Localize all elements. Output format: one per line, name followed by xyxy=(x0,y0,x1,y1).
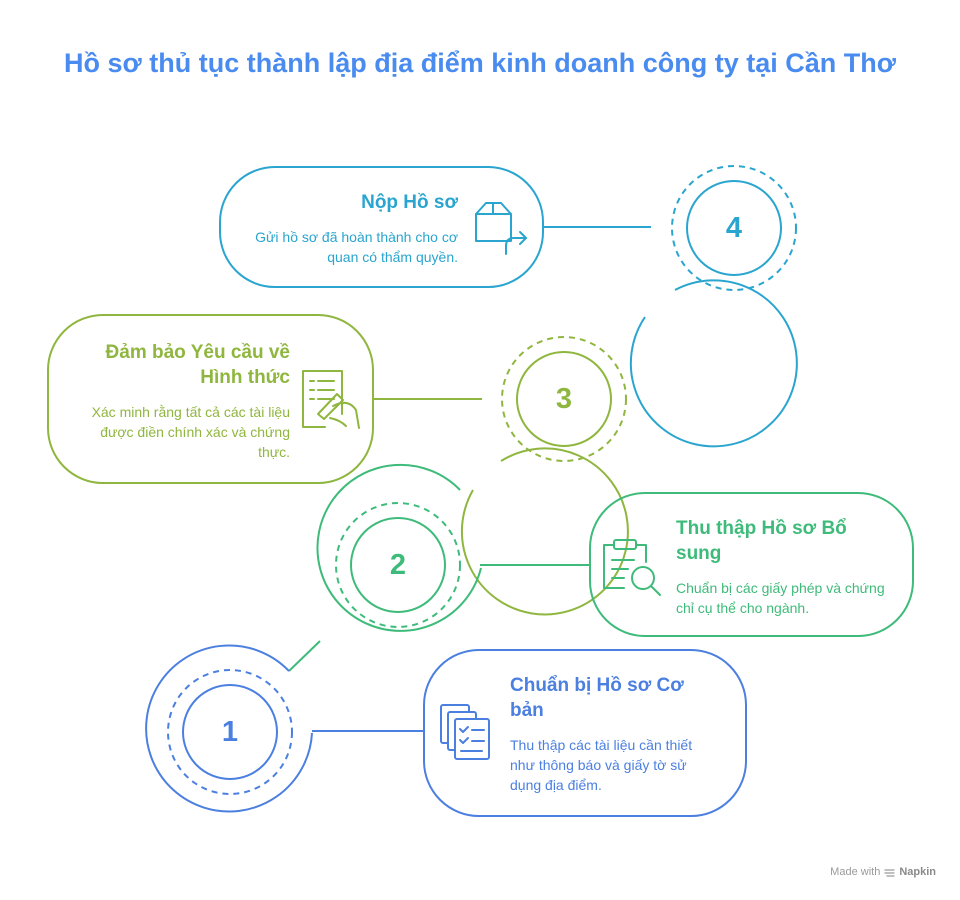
step-1-number: 1 xyxy=(221,716,239,748)
step-4-dashed-ring xyxy=(671,165,797,291)
step-2-graphics xyxy=(288,463,914,672)
step-2-inner-circle xyxy=(350,517,446,613)
step-4-inner-circle xyxy=(686,180,782,276)
step-1-inner-circle xyxy=(182,684,278,780)
clipboard-search-icon xyxy=(603,539,661,596)
step-3-graphics xyxy=(47,314,629,616)
box-send-icon xyxy=(475,202,527,255)
step-2-number: 2 xyxy=(389,549,407,581)
step-4-ring xyxy=(629,279,798,448)
footer-attribution: Made with Napkin xyxy=(830,866,936,878)
step-4-title: Nộp Hồ sơ xyxy=(361,192,458,213)
step-2-descender xyxy=(288,640,321,672)
step-2-text: Thu thập Hồ sơ Bổ sung Chuẩn bị các giấy… xyxy=(676,516,886,618)
step-1-dashed-ring xyxy=(167,669,293,795)
step-1-ring xyxy=(145,644,313,813)
step-1-title: Chuẩn bị Hồ sơ Cơ bản xyxy=(510,675,684,721)
step-4-text: Nộp Hồ sơ Gửi hồ sơ đã hoàn thành cho cơ… xyxy=(248,190,458,267)
step-3-description: Xác minh rằng tất cả các tài liệu được đ… xyxy=(91,404,290,460)
step-3-inner-circle xyxy=(516,351,612,447)
made-with-label: Made with xyxy=(830,866,881,878)
form-signing-icon xyxy=(302,370,360,429)
step-4-description: Gửi hồ sơ đã hoàn thành cho cơ quan có t… xyxy=(255,229,458,265)
documents-checklist-icon xyxy=(440,704,490,760)
napkin-brand: Napkin xyxy=(899,866,936,878)
step-1-description: Thu thập các tài liệu cần thiết như thôn… xyxy=(510,737,693,793)
step-3-text: Đảm bảo Yêu cầu về Hình thức Xác minh rằ… xyxy=(80,340,290,462)
step-4-number: 4 xyxy=(725,212,743,244)
step-2-description: Chuẩn bị các giấy phép và chứng chỉ cụ t… xyxy=(676,580,885,616)
step-3-number: 3 xyxy=(555,383,573,415)
page-title: Hồ sơ thủ tục thành lập địa điểm kinh do… xyxy=(64,48,896,78)
step-3-title: Đảm bảo Yêu cầu về Hình thức xyxy=(105,342,290,388)
step-4-graphics xyxy=(219,165,798,448)
step-2-title: Thu thập Hồ sơ Bổ sung xyxy=(676,518,847,564)
step-3-dashed-ring xyxy=(501,336,627,462)
step-1-card xyxy=(423,649,747,817)
step-2-ring xyxy=(316,463,482,632)
napkin-logo-icon xyxy=(884,868,895,877)
step-1-text: Chuẩn bị Hồ sơ Cơ bản Thu thập các tài l… xyxy=(510,673,715,795)
step-3-ring xyxy=(460,447,629,616)
step-1-graphics xyxy=(145,644,747,817)
step-2-dashed-ring xyxy=(335,502,461,628)
